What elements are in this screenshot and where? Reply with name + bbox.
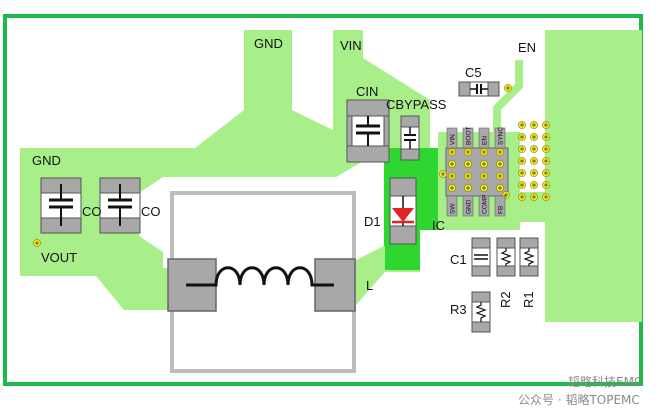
label-vout: VOUT (41, 250, 77, 265)
via (448, 148, 456, 156)
via (530, 133, 538, 141)
via (464, 172, 472, 180)
watermark-line2: 公众号 · 韬略TOPEMC (518, 392, 640, 407)
r3-resistor (471, 291, 491, 333)
c5-capacitor (458, 81, 500, 97)
ic-pin-label: SYNC (498, 127, 505, 145)
ic-pin-gnd: GND (462, 195, 474, 217)
co-capacitor-2 (99, 177, 141, 234)
label-c1: C1 (450, 252, 467, 267)
via (518, 169, 526, 177)
via (496, 160, 504, 168)
via (518, 121, 526, 129)
cbypass-capacitor (400, 115, 420, 161)
ic-pin-label: VIN (450, 134, 457, 145)
via (518, 133, 526, 141)
via (542, 193, 550, 201)
via (464, 184, 472, 192)
via (464, 160, 472, 168)
ic-pins-top: VIN BOOT EN SYNC (446, 127, 506, 149)
via (542, 157, 550, 165)
r1-resistor (519, 237, 539, 277)
via-group (33, 84, 550, 247)
label-co-2: CO (141, 204, 161, 219)
label-r2: R2 (498, 291, 513, 308)
ic-pin-label: BOOT (466, 127, 473, 145)
gnd-copper-pour (20, 30, 384, 208)
via (518, 181, 526, 189)
label-cbypass: CBYPASS (386, 97, 447, 112)
cin-capacitor (346, 99, 390, 163)
label-cin: CIN (356, 84, 378, 99)
label-ic: IC (432, 218, 445, 233)
label-vin: VIN (340, 38, 362, 53)
via (504, 84, 512, 92)
inductor-symbol (186, 266, 334, 287)
via (496, 148, 504, 156)
d1-diode (389, 177, 417, 245)
via (448, 184, 456, 192)
via (480, 172, 488, 180)
watermark-line1: 韬略科技EMC (568, 374, 642, 389)
via (480, 184, 488, 192)
via (448, 172, 456, 180)
via (518, 157, 526, 165)
ic-pin-label: GND (466, 199, 473, 214)
via (530, 145, 538, 153)
ic-pin-fb: FB (494, 195, 506, 217)
ic-pin-en: EN (478, 127, 490, 149)
label-r3: R3 (450, 302, 467, 317)
via (496, 172, 504, 180)
co-capacitor-1 (40, 177, 82, 234)
via (448, 160, 456, 168)
via (542, 145, 550, 153)
label-gnd-top: GND (254, 36, 283, 51)
via (480, 160, 488, 168)
ic-pin-sw: SW (446, 195, 458, 217)
ic-pin-label: EN (482, 136, 489, 145)
ic-pin-label: SW (450, 203, 457, 214)
via (542, 169, 550, 177)
via (502, 191, 510, 199)
via (518, 193, 526, 201)
label-en: EN (518, 40, 536, 55)
via (480, 148, 488, 156)
label-gnd-left: GND (32, 153, 61, 168)
label-d1: D1 (364, 214, 381, 229)
ic-pin-sync: SYNC (494, 127, 506, 149)
via (496, 184, 504, 192)
via (530, 121, 538, 129)
via (542, 121, 550, 129)
via (33, 239, 41, 247)
ic-pin-label: COMP (482, 195, 489, 215)
via (542, 181, 550, 189)
ic-pins-bottom: SW GND COMP FB (446, 195, 506, 217)
via (530, 157, 538, 165)
via (464, 148, 472, 156)
via (530, 169, 538, 177)
ic-pin-vin: VIN (446, 127, 458, 149)
label-c5: C5 (465, 65, 482, 80)
r2-resistor (496, 237, 516, 277)
ic-pin-comp: COMP (478, 195, 490, 217)
label-co-1: CO (82, 204, 102, 219)
via (518, 145, 526, 153)
label-l: L (366, 278, 373, 293)
via (530, 181, 538, 189)
via (542, 133, 550, 141)
via (439, 170, 447, 178)
label-r1: R1 (521, 291, 536, 308)
ic-pin-boot: BOOT (462, 127, 474, 149)
en-trace (493, 60, 523, 132)
en-copper-pour (545, 30, 642, 322)
c1-capacitor (471, 237, 491, 277)
ic-pin-label: FB (498, 206, 505, 214)
via (530, 193, 538, 201)
